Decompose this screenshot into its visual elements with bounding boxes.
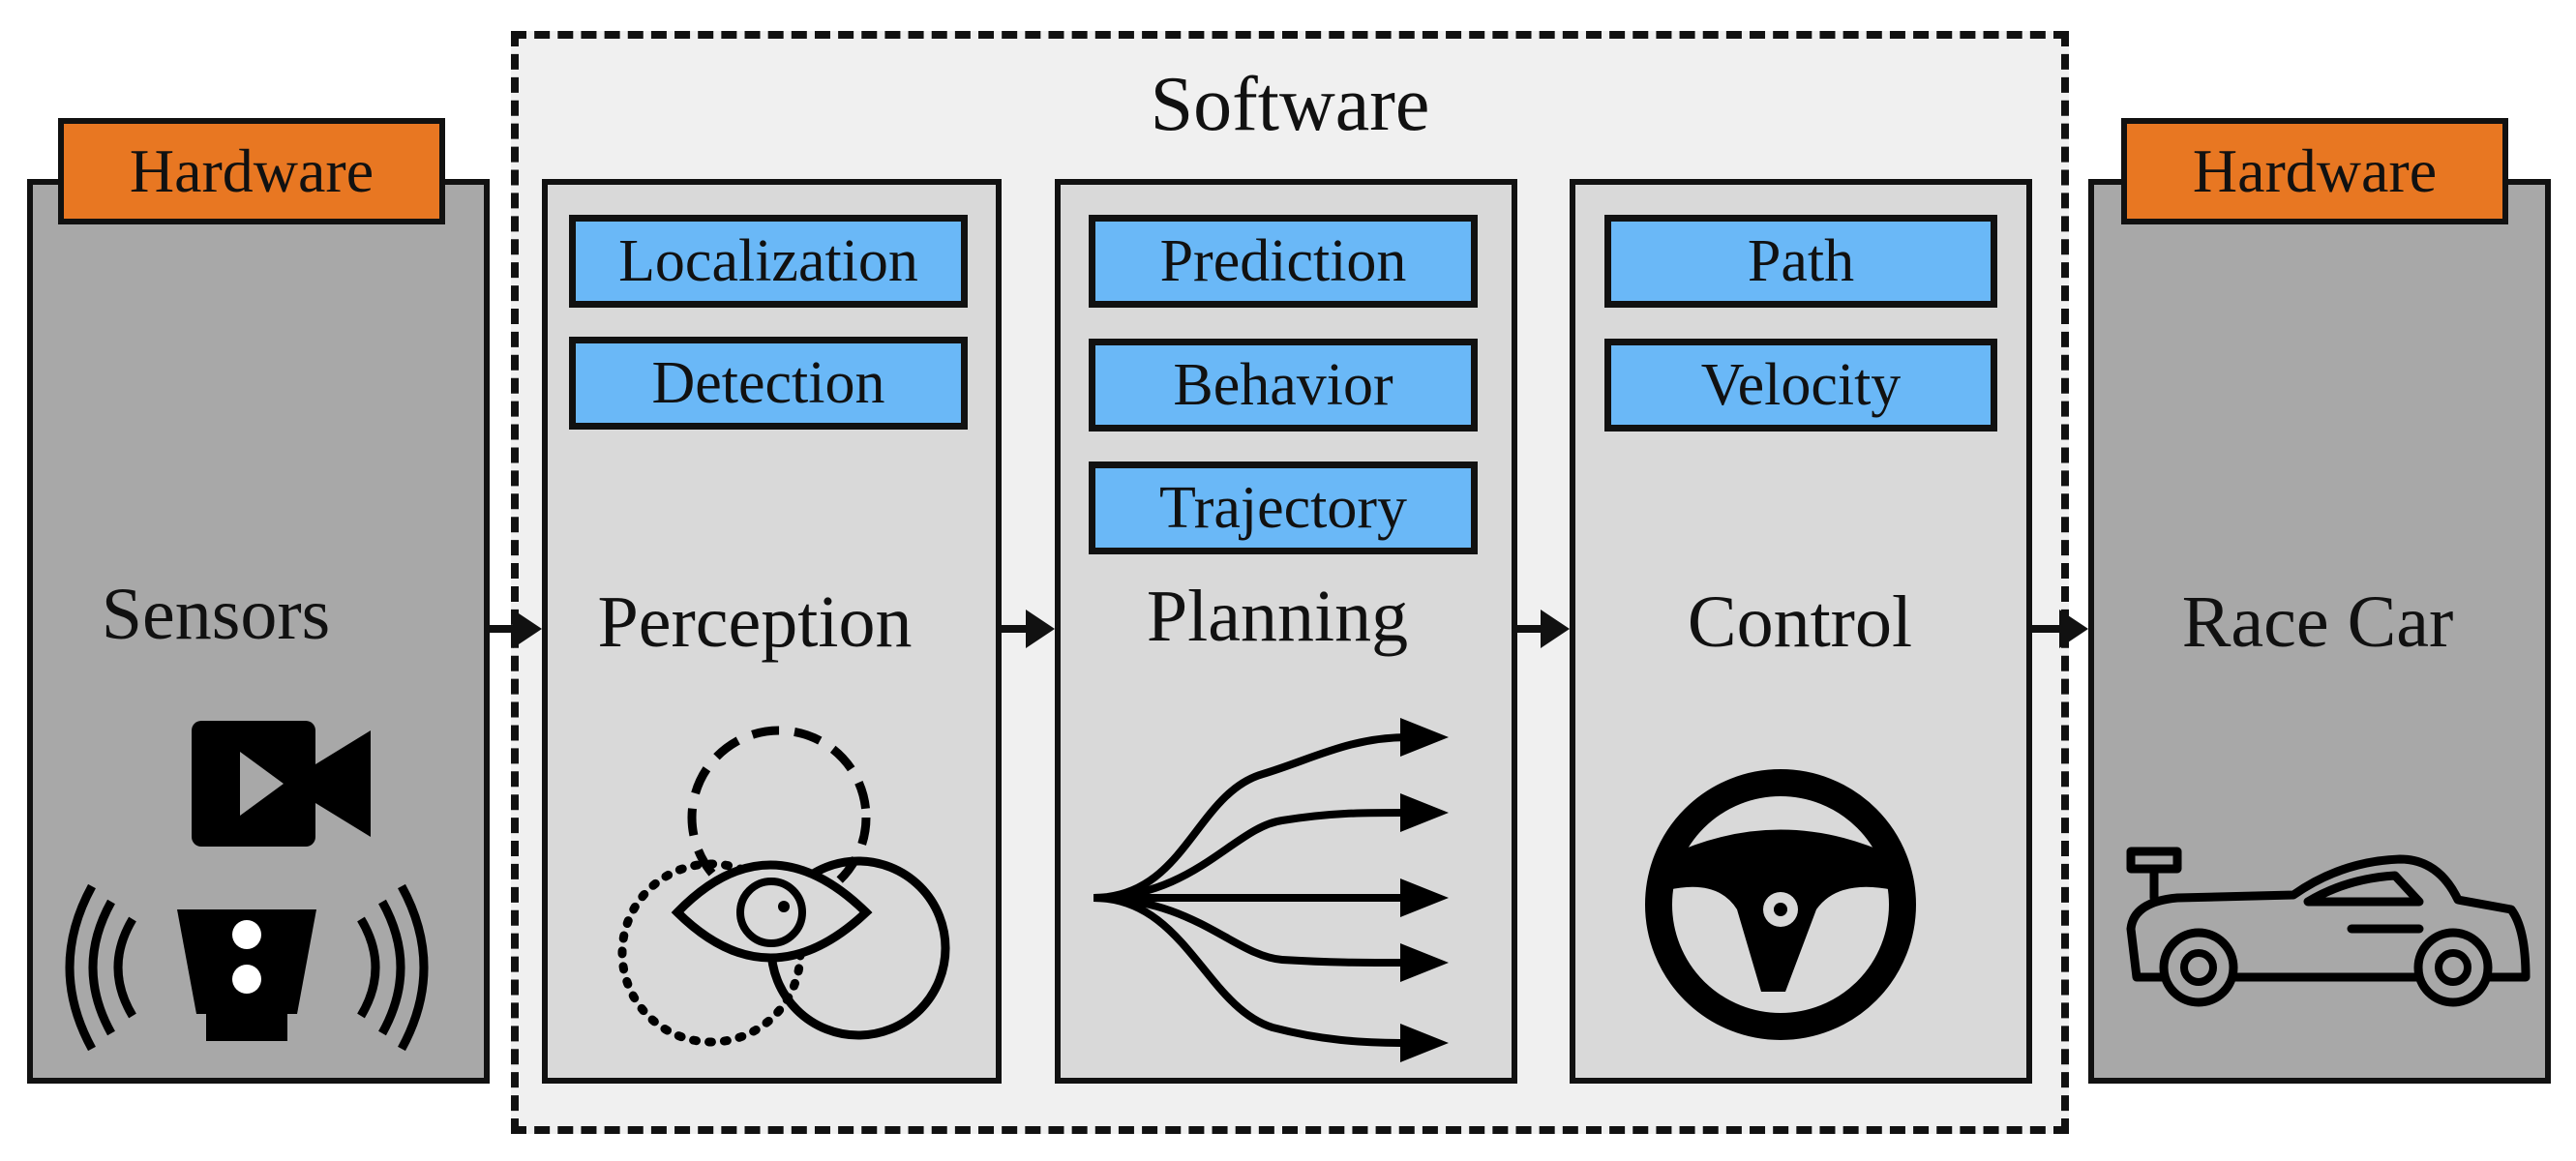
- chip-trajectory: Trajectory: [1089, 461, 1478, 554]
- video-camera-icon: [192, 721, 371, 847]
- chip-behavior: Behavior: [1089, 339, 1478, 432]
- branching-paths-icon: [1093, 718, 1449, 1062]
- radar-sensor-icon: [65, 883, 429, 1052]
- chip-localization: Localization: [569, 215, 968, 308]
- chip-path: Path: [1604, 215, 1997, 308]
- perception-label: Perception: [597, 581, 913, 663]
- planning-panel: [1055, 179, 1517, 1084]
- planning-label: Planning: [1146, 576, 1409, 657]
- perception-panel: [542, 179, 1002, 1084]
- race-car-icon: [2126, 847, 2531, 1007]
- chip-prediction: Prediction: [1089, 215, 1478, 308]
- chip-detection: Detection: [569, 337, 968, 430]
- sensors-label: Sensors: [101, 574, 331, 655]
- perception-eye-icon: [617, 726, 950, 1047]
- hardware-tag-left: Hardware: [58, 118, 445, 224]
- race-car-label: Race Car: [2181, 581, 2454, 663]
- control-label: Control: [1687, 581, 1913, 663]
- software-title: Software: [1150, 62, 1430, 147]
- race-car-panel: [2088, 179, 2551, 1084]
- chip-velocity: Velocity: [1604, 339, 1997, 432]
- hardware-tag-right: Hardware: [2121, 118, 2508, 224]
- steering-wheel-icon: [1645, 769, 1916, 1040]
